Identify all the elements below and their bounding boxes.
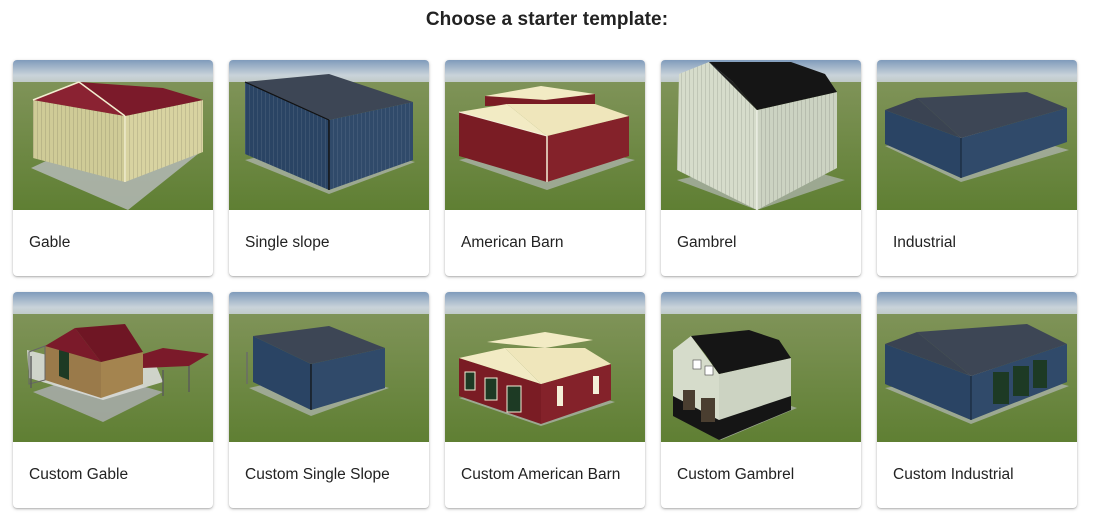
template-card-american-barn[interactable]: American Barn [445,60,645,276]
template-label: Custom Gambrel [677,466,795,483]
page-title: Choose a starter template: [425,9,669,30]
american-barn-building-thumbnail [445,60,645,210]
template-label: Single slope [245,234,330,251]
template-card-industrial[interactable]: Industrial [877,60,1077,276]
template-card-custom-single-slope[interactable]: Custom Single Slope [229,292,429,508]
template-card-gambrel[interactable]: Gambrel [661,60,861,276]
template-label: American Barn [461,234,564,251]
template-label: Gable [29,234,71,251]
template-card-custom-industrial[interactable]: Custom Industrial [877,292,1077,508]
custom-american-barn-building-thumbnail [445,292,645,442]
template-label: Custom Gable [29,466,129,483]
single-slope-building-thumbnail [229,60,429,210]
custom-gable-building-thumbnail [13,292,213,442]
template-grid: Gable Single slope [13,60,1077,508]
gambrel-building-thumbnail [661,60,861,210]
template-label: Gambrel [677,234,737,251]
template-card-custom-gable[interactable]: Custom Gable [13,292,213,508]
template-card-custom-american-barn[interactable]: Custom American Barn [445,292,645,508]
template-card-gable[interactable]: Gable [13,60,213,276]
custom-gambrel-building-thumbnail [661,292,861,442]
custom-industrial-building-thumbnail [877,292,1077,442]
template-label: Industrial [893,234,956,251]
template-label: Custom Single Slope [245,466,390,483]
gable-building-thumbnail [13,60,213,210]
custom-single-slope-building-thumbnail [229,292,429,442]
template-card-custom-gambrel[interactable]: Custom Gambrel [661,292,861,508]
industrial-building-thumbnail [877,60,1077,210]
template-label: Custom American Barn [461,466,621,483]
template-label: Custom Industrial [893,466,1014,483]
template-card-single-slope[interactable]: Single slope [229,60,429,276]
